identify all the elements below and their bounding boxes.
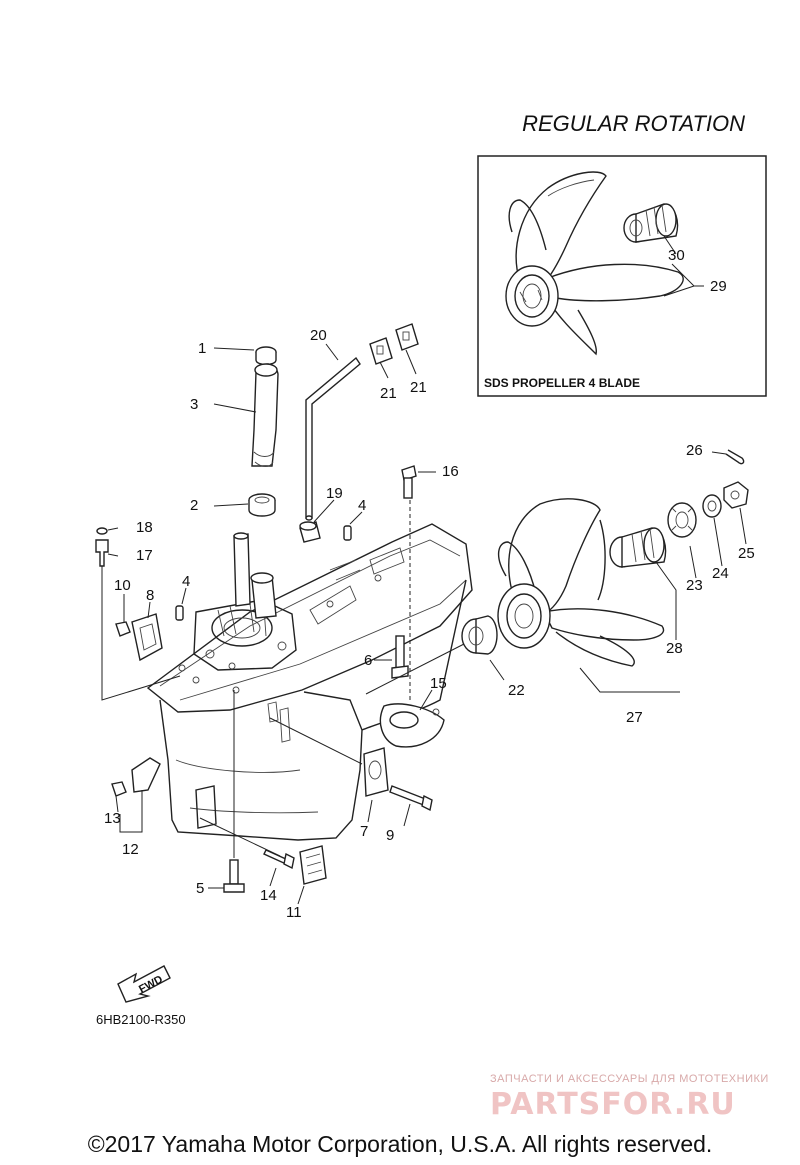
fwd-arrow: FWD (117, 965, 171, 1003)
callout-28[interactable]: 28 (666, 640, 683, 657)
callout-18[interactable]: 18 (136, 519, 153, 536)
callout-15[interactable]: 15 (430, 675, 447, 692)
callout-21-left[interactable]: 21 (380, 385, 397, 402)
callout-27[interactable]: 27 (626, 709, 643, 726)
leader-lines (101, 343, 747, 905)
inset-frame (477, 155, 767, 397)
callout-2[interactable]: 2 (190, 497, 198, 514)
callout-17[interactable]: 17 (136, 547, 153, 564)
callout-4-right[interactable]: 4 (358, 497, 366, 514)
fwd-label: FWD (137, 973, 165, 995)
callout-23[interactable]: 23 (686, 577, 703, 594)
propeller-drawing (461, 449, 749, 667)
callout-19[interactable]: 19 (326, 485, 343, 502)
watermark-tagline: ЗАПЧАСТИ И АКСЕССУАРЫ ДЛЯ МОТОТЕХНИКИ (490, 1073, 769, 1085)
inset-propeller-drawing (505, 171, 684, 356)
callout-11[interactable]: 11 (286, 904, 302, 921)
callout-13[interactable]: 13 (104, 810, 121, 827)
inset-caption: SDS PROPELLER 4 BLADE (484, 376, 640, 390)
inset-title: REGULAR ROTATION (522, 111, 745, 136)
callout-20[interactable]: 20 (310, 327, 327, 344)
callout-4-left[interactable]: 4 (182, 573, 190, 590)
callout-1[interactable]: 1 (198, 340, 206, 357)
callout-8[interactable]: 8 (146, 587, 154, 604)
callout-30[interactable]: 30 (668, 247, 685, 264)
callout-5[interactable]: 5 (196, 880, 204, 897)
watermark-brand: PARTSFOR.RU (490, 1087, 736, 1122)
callout-6[interactable]: 6 (364, 652, 372, 669)
callout-7[interactable]: 7 (360, 823, 368, 840)
callout-26[interactable]: 26 (686, 442, 703, 459)
diagram-code: 6HB2100-R350 (96, 1012, 186, 1027)
callout-10[interactable]: 10 (114, 577, 131, 594)
callout-16[interactable]: 16 (442, 463, 459, 480)
lower-casing-drawing (146, 523, 473, 841)
callout-3[interactable]: 3 (190, 396, 198, 413)
callout-12[interactable]: 12 (122, 841, 139, 858)
callout-24[interactable]: 24 (712, 565, 729, 582)
callout-21-right[interactable]: 21 (410, 379, 427, 396)
callout-14[interactable]: 14 (260, 887, 277, 904)
copyright-notice: ©2017 Yamaha Motor Corporation, U.S.A. A… (88, 1131, 713, 1157)
callout-29[interactable]: 29 (710, 278, 727, 295)
callout-9[interactable]: 9 (386, 827, 394, 844)
loose-parts-drawing (95, 323, 445, 893)
callout-25[interactable]: 25 (738, 545, 755, 562)
callout-22[interactable]: 22 (508, 682, 525, 699)
